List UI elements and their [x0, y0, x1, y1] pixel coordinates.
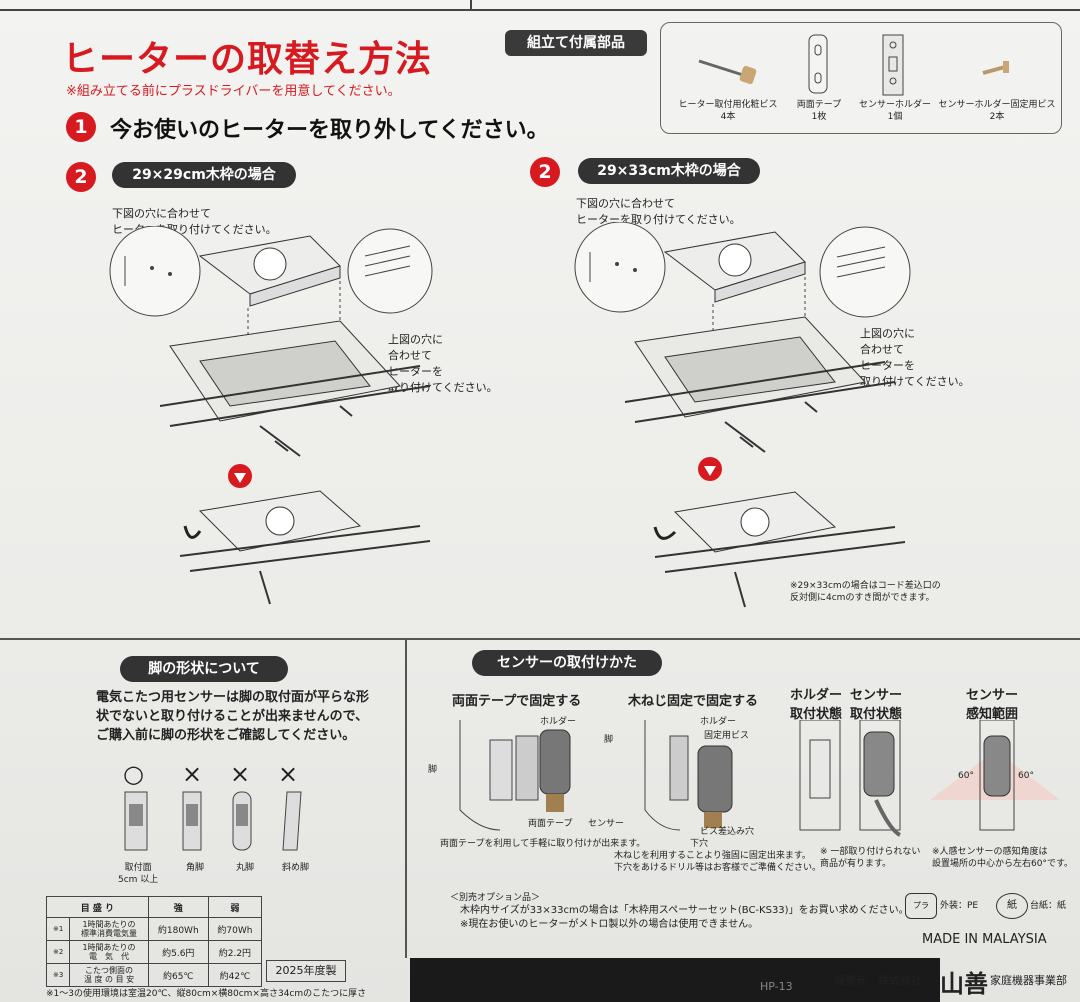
- heater-icon: [663, 231, 806, 303]
- step2a-label: 29×29cm木枠の場合: [112, 162, 296, 188]
- range-note: ※人感センサーの感知角度は 設置場所の中心から左右60°です。: [932, 847, 1074, 869]
- spec-table: 目 盛 り 強 弱 ※1 1時間あたりの 標準消費電気量 約180Wh 約70W…: [45, 896, 263, 987]
- legs-text: 電気こたつ用センサーは脚の取付面が平らな形状でないと取り付けることが出来ませんの…: [96, 690, 370, 743]
- round-leg-icon: [232, 791, 252, 851]
- step2a-note-side: 上図の穴に 合わせて ヒーターを 取り付けてください。: [388, 333, 498, 394]
- paper-recycle-icon: 紙: [996, 893, 1028, 919]
- table-row: ※2 1時間あたりの 電 気 代 約5.6円 約2.2円: [45, 940, 263, 964]
- sensor-holder-title: ホルダー 取付状態: [790, 688, 843, 722]
- manufacture-year: 2025年度製: [266, 960, 346, 982]
- page-title: ヒーターの取替え方法: [62, 39, 433, 80]
- screw-label-pilot: 下穴: [690, 839, 709, 849]
- spec-header-2: 弱: [207, 896, 263, 918]
- sensor-screw-title: 木ねじ固定で固定する: [628, 694, 759, 709]
- screw-label-hole: ビス差込み穴: [700, 827, 755, 837]
- leg-mark-3: ×: [278, 760, 299, 788]
- leg-mark-0: ○: [123, 760, 144, 788]
- seller-company: 山善: [940, 970, 988, 998]
- tape-icon: [808, 34, 828, 94]
- sensor-range-title: センサー 感知範囲: [966, 688, 1019, 722]
- step2b-note-bottom: ※29×33cmの場合はコード差込口の 反対側に4cmのすき間ができます。: [790, 581, 941, 603]
- step2b-diagram: [574, 222, 911, 608]
- legs-header: 脚の形状について: [120, 656, 288, 682]
- spec-footnote: ※1～3の使用環境は室温20℃、縦80cm×横80cm×高さ34cmのこたつに厚…: [46, 989, 367, 999]
- sensor-state-title: センサー 取付状態: [850, 688, 903, 722]
- seller-dept: 家庭機器事業部: [990, 974, 1067, 987]
- parts-box: ヒーター取付用化粧ビス 4本 両面テープ 1枚 センサーホルダー 1個 センサー…: [660, 22, 1062, 134]
- angle-right: 60°: [1018, 771, 1034, 781]
- screw-icon: [739, 401, 818, 448]
- table-row: ※1 1時間あたりの 標準消費電気量 約180Wh 約70Wh: [45, 917, 263, 941]
- step1-number: 1: [66, 112, 96, 142]
- step2b-label: 29×33cm木枠の場合: [578, 158, 760, 184]
- screw-label-screw: 固定用ビス: [704, 731, 750, 741]
- top-edge-mark: [470, 0, 472, 10]
- made-in: MADE IN MALAYSIA: [922, 932, 1047, 947]
- sensor-tape-title: 両面テープで固定する: [452, 694, 582, 709]
- option-header: ＜別売オプション品＞: [450, 893, 541, 903]
- screw-icon: [274, 405, 353, 452]
- leg-shapes: [124, 791, 302, 851]
- option-line1: 木枠内サイズが33×33cmの場合は「木枠用スペーサーセット(BC-KS33)」…: [460, 905, 909, 916]
- part-label-0: ヒーター取付用化粧ビス 4本: [678, 100, 778, 122]
- option-line2: ※現在お使いのヒーターがメトロ製以外の場合は使用できません。: [460, 919, 759, 930]
- step2a-number: 2: [66, 162, 96, 192]
- cord-icon: [653, 526, 677, 540]
- leg-label-0: 取付面 5cm 以上: [118, 863, 159, 885]
- leg-label-2: 丸脚: [236, 863, 255, 873]
- seller-label: 販売元 株式会社: [834, 974, 922, 987]
- sensor-header: センサーの取付けかた: [472, 650, 662, 676]
- parts-header: 組立て付属部品: [505, 30, 647, 56]
- bottom-dark-band: [410, 958, 940, 1002]
- tape-icon: [489, 739, 513, 801]
- recycle-outer: 外装：PE: [940, 901, 979, 911]
- square-leg-icon: [182, 791, 202, 851]
- prep-note: ※組み立てる前にプラスドライバーを用意してください。: [66, 84, 401, 99]
- state-note: ※ 一部取り付けられない 商品が有ります。: [820, 847, 921, 869]
- part-label-2: センサーホルダー 1個: [858, 100, 931, 122]
- tape-label-sensor: センサー: [588, 819, 625, 829]
- leg-label-1: 角脚: [186, 863, 205, 873]
- section-divider-horizontal: [0, 638, 1080, 640]
- pla-recycle-icon: プラ: [905, 893, 937, 919]
- step2b-note-side: 上図の穴に 合わせて ヒーターを 取り付けてください。: [860, 327, 970, 388]
- spec-header-1: 強: [147, 896, 209, 918]
- screw-label-leg: 脚: [604, 735, 614, 745]
- step2a-diagram: [109, 226, 433, 605]
- part-label-3: センサーホルダー固定用ビス 2本: [938, 100, 1056, 122]
- section-divider-vertical: [405, 638, 407, 958]
- model-code: HP-13: [760, 980, 793, 993]
- holder-icon: [882, 34, 904, 96]
- leg-mark-1: ×: [182, 760, 203, 788]
- leg-mark-2: ×: [230, 760, 251, 788]
- tape-label-holder: ホルダー: [540, 717, 577, 727]
- slanted-leg-icon: [282, 791, 302, 851]
- screw-label-holder: ホルダー: [700, 717, 737, 727]
- holder-icon: [515, 735, 539, 801]
- table-row: ※3 こたつ側面の 温 度 の 目 安 約65℃ 約42℃: [45, 963, 263, 987]
- sensor-diagrams: [459, 720, 1060, 837]
- tape-label-tape: 両面テープ: [528, 819, 573, 829]
- sensor-icon: [539, 729, 571, 795]
- tape-note: 両面テープを利用して手軽に取り付けが出来ます。: [440, 839, 646, 849]
- screw-icon: [698, 59, 757, 84]
- part-label-1: 両面テープ 1枚: [796, 100, 842, 122]
- spec-header-0: 目 盛 り: [46, 896, 149, 918]
- top-edge-line: [0, 9, 1080, 11]
- heater-icon: [198, 235, 341, 307]
- recycle-board: 台紙：紙: [1030, 901, 1067, 911]
- leg-label-3: 斜め脚: [282, 863, 310, 873]
- flat-leg-icon: [124, 791, 148, 851]
- step2b-number: 2: [530, 157, 560, 187]
- cord-icon: [183, 525, 202, 539]
- step1-text: 今お使いのヒーターを取り外してください。: [110, 118, 549, 143]
- small-screw-icon: [982, 61, 1009, 75]
- parts-illustrations: [698, 34, 1009, 96]
- tape-label-leg: 脚: [428, 765, 438, 775]
- screw-note: 木ねじを利用することより強固に固定出来ます。 下穴をあけるドリル等はお客様でご準…: [614, 851, 822, 873]
- angle-left: 60°: [958, 771, 974, 781]
